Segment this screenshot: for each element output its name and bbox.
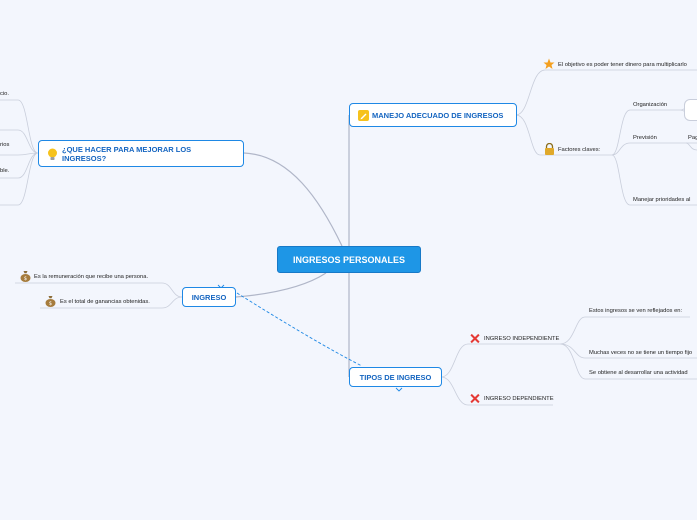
topic-ingreso-label: INGRESO xyxy=(191,292,227,302)
connector-independiente-items xyxy=(559,316,697,380)
connector-prevision-child xyxy=(685,142,697,151)
leaf-ingreso-def1[interactable]: Es la remuneración que recibe una person… xyxy=(34,274,149,280)
leaf-indep-item-1[interactable]: Estos ingresos se ven reflejados en: xyxy=(589,308,683,314)
connector-central-ingreso xyxy=(235,272,327,298)
leaf-indep-item-3[interactable]: Se obtiene al desarrollar una actividad xyxy=(589,370,688,376)
topic-tipos-label: TIPOS DE INGRESO xyxy=(359,372,432,382)
cross-icon xyxy=(470,334,479,343)
central-topic[interactable]: INGRESOS PERSONALES xyxy=(277,246,421,273)
topic-tipos[interactable]: TIPOS DE INGRESO xyxy=(349,367,442,387)
connector-tipos-independiente xyxy=(440,343,560,378)
topic-mejorar-label: ¿QUE HACER PARA MEJORAR LOS INGRESOS? xyxy=(62,144,192,163)
connector-factores-organizacion xyxy=(611,109,680,156)
pencil-icon xyxy=(358,110,369,121)
connector-mejorar-items xyxy=(0,99,39,206)
central-topic-label: INGRESOS PERSONALES xyxy=(292,254,406,265)
leaf-organizacion[interactable]: Organización xyxy=(633,102,668,108)
connector-factores-prioridades xyxy=(611,154,697,206)
leaf-prevision-child[interactable]: Pag xyxy=(688,135,697,141)
leaf-prevision[interactable]: Previsión xyxy=(633,135,657,141)
topic-manejo[interactable]: MANEJO ADECUADO DE INGRESOS xyxy=(349,103,517,127)
organizacion-child-node[interactable] xyxy=(684,99,697,121)
leaf-prioridades[interactable]: Manejar prioridades al xyxy=(633,197,691,203)
connector-factores-prevision xyxy=(611,142,697,156)
leaf-indep-item-2[interactable]: Muchas veces no se tiene un tiempo fijo xyxy=(589,350,693,356)
connector-tipos-dependiente xyxy=(440,376,553,406)
star-icon xyxy=(543,58,555,69)
connector-central-mejorar xyxy=(243,152,343,247)
leaf-mejorar-item-2[interactable]: rios xyxy=(0,142,10,148)
leaf-independiente[interactable]: INGRESO INDEPENDIENTE xyxy=(484,336,560,342)
leaf-mejorar-item-3[interactable]: ble. xyxy=(0,168,10,174)
topic-ingreso[interactable]: INGRESO xyxy=(182,287,236,307)
money-bag-icon: $ xyxy=(20,271,31,282)
leaf-ingreso-def2[interactable]: Es el total de ganancias obtenidas. xyxy=(60,299,150,305)
leaf-mejorar-item-1[interactable]: cio. xyxy=(0,91,10,97)
lightbulb-icon xyxy=(48,148,57,160)
leaf-objetivo[interactable]: El objetivo es poder tener dinero para m… xyxy=(558,62,687,68)
relationship-ingreso-tipos xyxy=(236,292,363,367)
connector-ingreso-def1 xyxy=(15,282,183,298)
connector-manejo-factores xyxy=(515,114,612,156)
leaf-factores[interactable]: Factores claves: xyxy=(558,147,601,153)
money-bag-icon: $ xyxy=(45,296,56,307)
svg-text:$: $ xyxy=(24,276,27,282)
connector-manejo-objetivo xyxy=(515,69,697,116)
connector-ingreso-def2 xyxy=(40,296,183,309)
svg-text:$: $ xyxy=(49,301,52,307)
topic-manejo-label: MANEJO ADECUADO DE INGRESOS xyxy=(372,110,504,120)
lock-icon xyxy=(545,143,554,155)
leaf-dependiente[interactable]: INGRESO DEPENDIENTE xyxy=(484,396,554,402)
cross-icon xyxy=(470,394,479,403)
topic-mejorar[interactable]: ¿QUE HACER PARA MEJORAR LOS INGRESOS? xyxy=(38,140,244,167)
